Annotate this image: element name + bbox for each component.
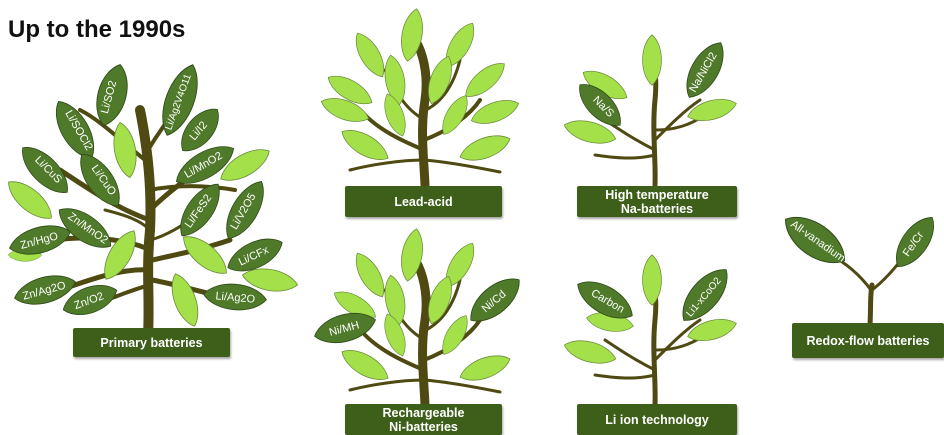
label-ni-line1: Rechargeable bbox=[383, 406, 465, 420]
label-high-temp: High temperature Na-batteries bbox=[577, 186, 737, 217]
label-primary-text: Primary batteries bbox=[100, 336, 202, 350]
label-primary-batteries: Primary batteries bbox=[73, 328, 230, 357]
primary-tree: Li/SO2 Li/Ag2V4O11 Li/SOCl2 Li/I2 Li/CuS… bbox=[2, 60, 300, 335]
li-ion-tree: Carbon Li1-xCoO2 bbox=[562, 255, 739, 405]
label-ni-batteries: Rechargeable Ni-batteries bbox=[345, 404, 502, 435]
label-high-temp-line2: Na-batteries bbox=[621, 202, 693, 216]
label-lead-acid: Lead-acid bbox=[345, 186, 502, 217]
label-ni-line2: Ni-batteries bbox=[389, 420, 458, 434]
redox-tree: All-vanadium Fe/Cr bbox=[776, 206, 942, 325]
lead-acid-tree bbox=[318, 7, 522, 185]
label-redox-flow: Redox-flow batteries bbox=[792, 323, 944, 358]
label-li-ion-text: Li ion technology bbox=[605, 413, 708, 427]
label-li-ion: Li ion technology bbox=[577, 404, 737, 435]
page-title: Up to the 1990s bbox=[8, 16, 185, 44]
label-lead-acid-text: Lead-acid bbox=[394, 195, 452, 209]
high-temp-tree: Na/S Na/NiCl2 bbox=[562, 35, 739, 185]
ni-tree: Ni/MH Ni/Cd bbox=[311, 227, 528, 405]
label-redox-text: Redox-flow batteries bbox=[807, 334, 930, 348]
label-high-temp-line1: High temperature bbox=[605, 188, 709, 202]
